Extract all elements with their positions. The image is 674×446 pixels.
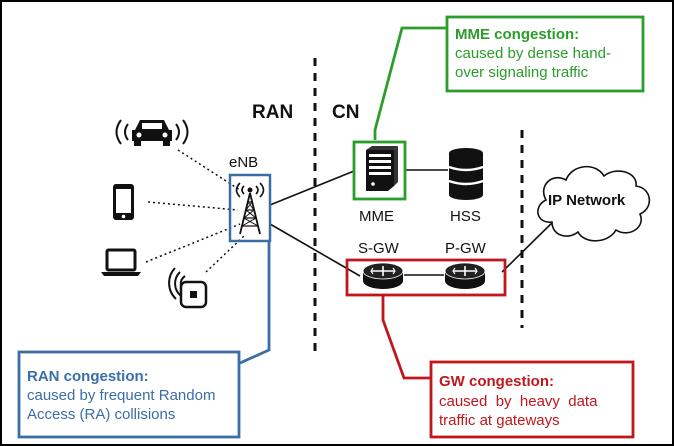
pgw-label: P-GW (445, 240, 487, 257)
router-icon (362, 262, 404, 289)
mme-congestion-callout (445, 15, 645, 93)
cloud-icon (537, 165, 651, 242)
server-icon (366, 146, 398, 191)
ran-section-label: RAN (252, 102, 293, 123)
gw-callout-line2: traffic at gateways (439, 412, 560, 429)
mme-callout-title: MME congestion: (455, 26, 579, 43)
connected-car-icon (115, 119, 189, 146)
core-links (269, 169, 561, 277)
smartphone-icon (113, 184, 134, 220)
router-icon (444, 262, 486, 289)
gw-callout-leader (381, 296, 431, 380)
laptop-icon (101, 248, 141, 276)
ran-callout-line1: caused by frequent Random (27, 387, 215, 404)
mme-callout-line2: over signaling traffic (455, 64, 589, 81)
ran-callout-line2: Access (RA) collisions (27, 406, 175, 423)
enb-label: eNB (229, 154, 258, 171)
gw-congestion-callout (429, 360, 635, 439)
sensor-icon (168, 267, 208, 309)
cell-tower-icon (235, 182, 265, 235)
mme-callout-leader (373, 26, 447, 140)
gw-callout-title: GW congestion: (439, 373, 554, 390)
ran-congestion-callout (17, 350, 241, 439)
ip-network-label: IP Network (548, 192, 626, 209)
mme-callout-line1: caused by dense hand- (455, 45, 611, 62)
gateway-box (345, 258, 507, 297)
ran-callout-leader (239, 242, 271, 365)
enb-box (228, 173, 272, 243)
mme-label: MME (359, 208, 394, 225)
hss-label: HSS (450, 208, 481, 225)
ran-callout-title: RAN congestion: (27, 368, 149, 385)
gw-callout-line1: caused by heavy data (439, 393, 598, 410)
cn-section-label: CN (332, 102, 359, 123)
database-icon (448, 148, 484, 200)
sgw-label: S-GW (358, 240, 400, 257)
mme-box (352, 140, 407, 201)
